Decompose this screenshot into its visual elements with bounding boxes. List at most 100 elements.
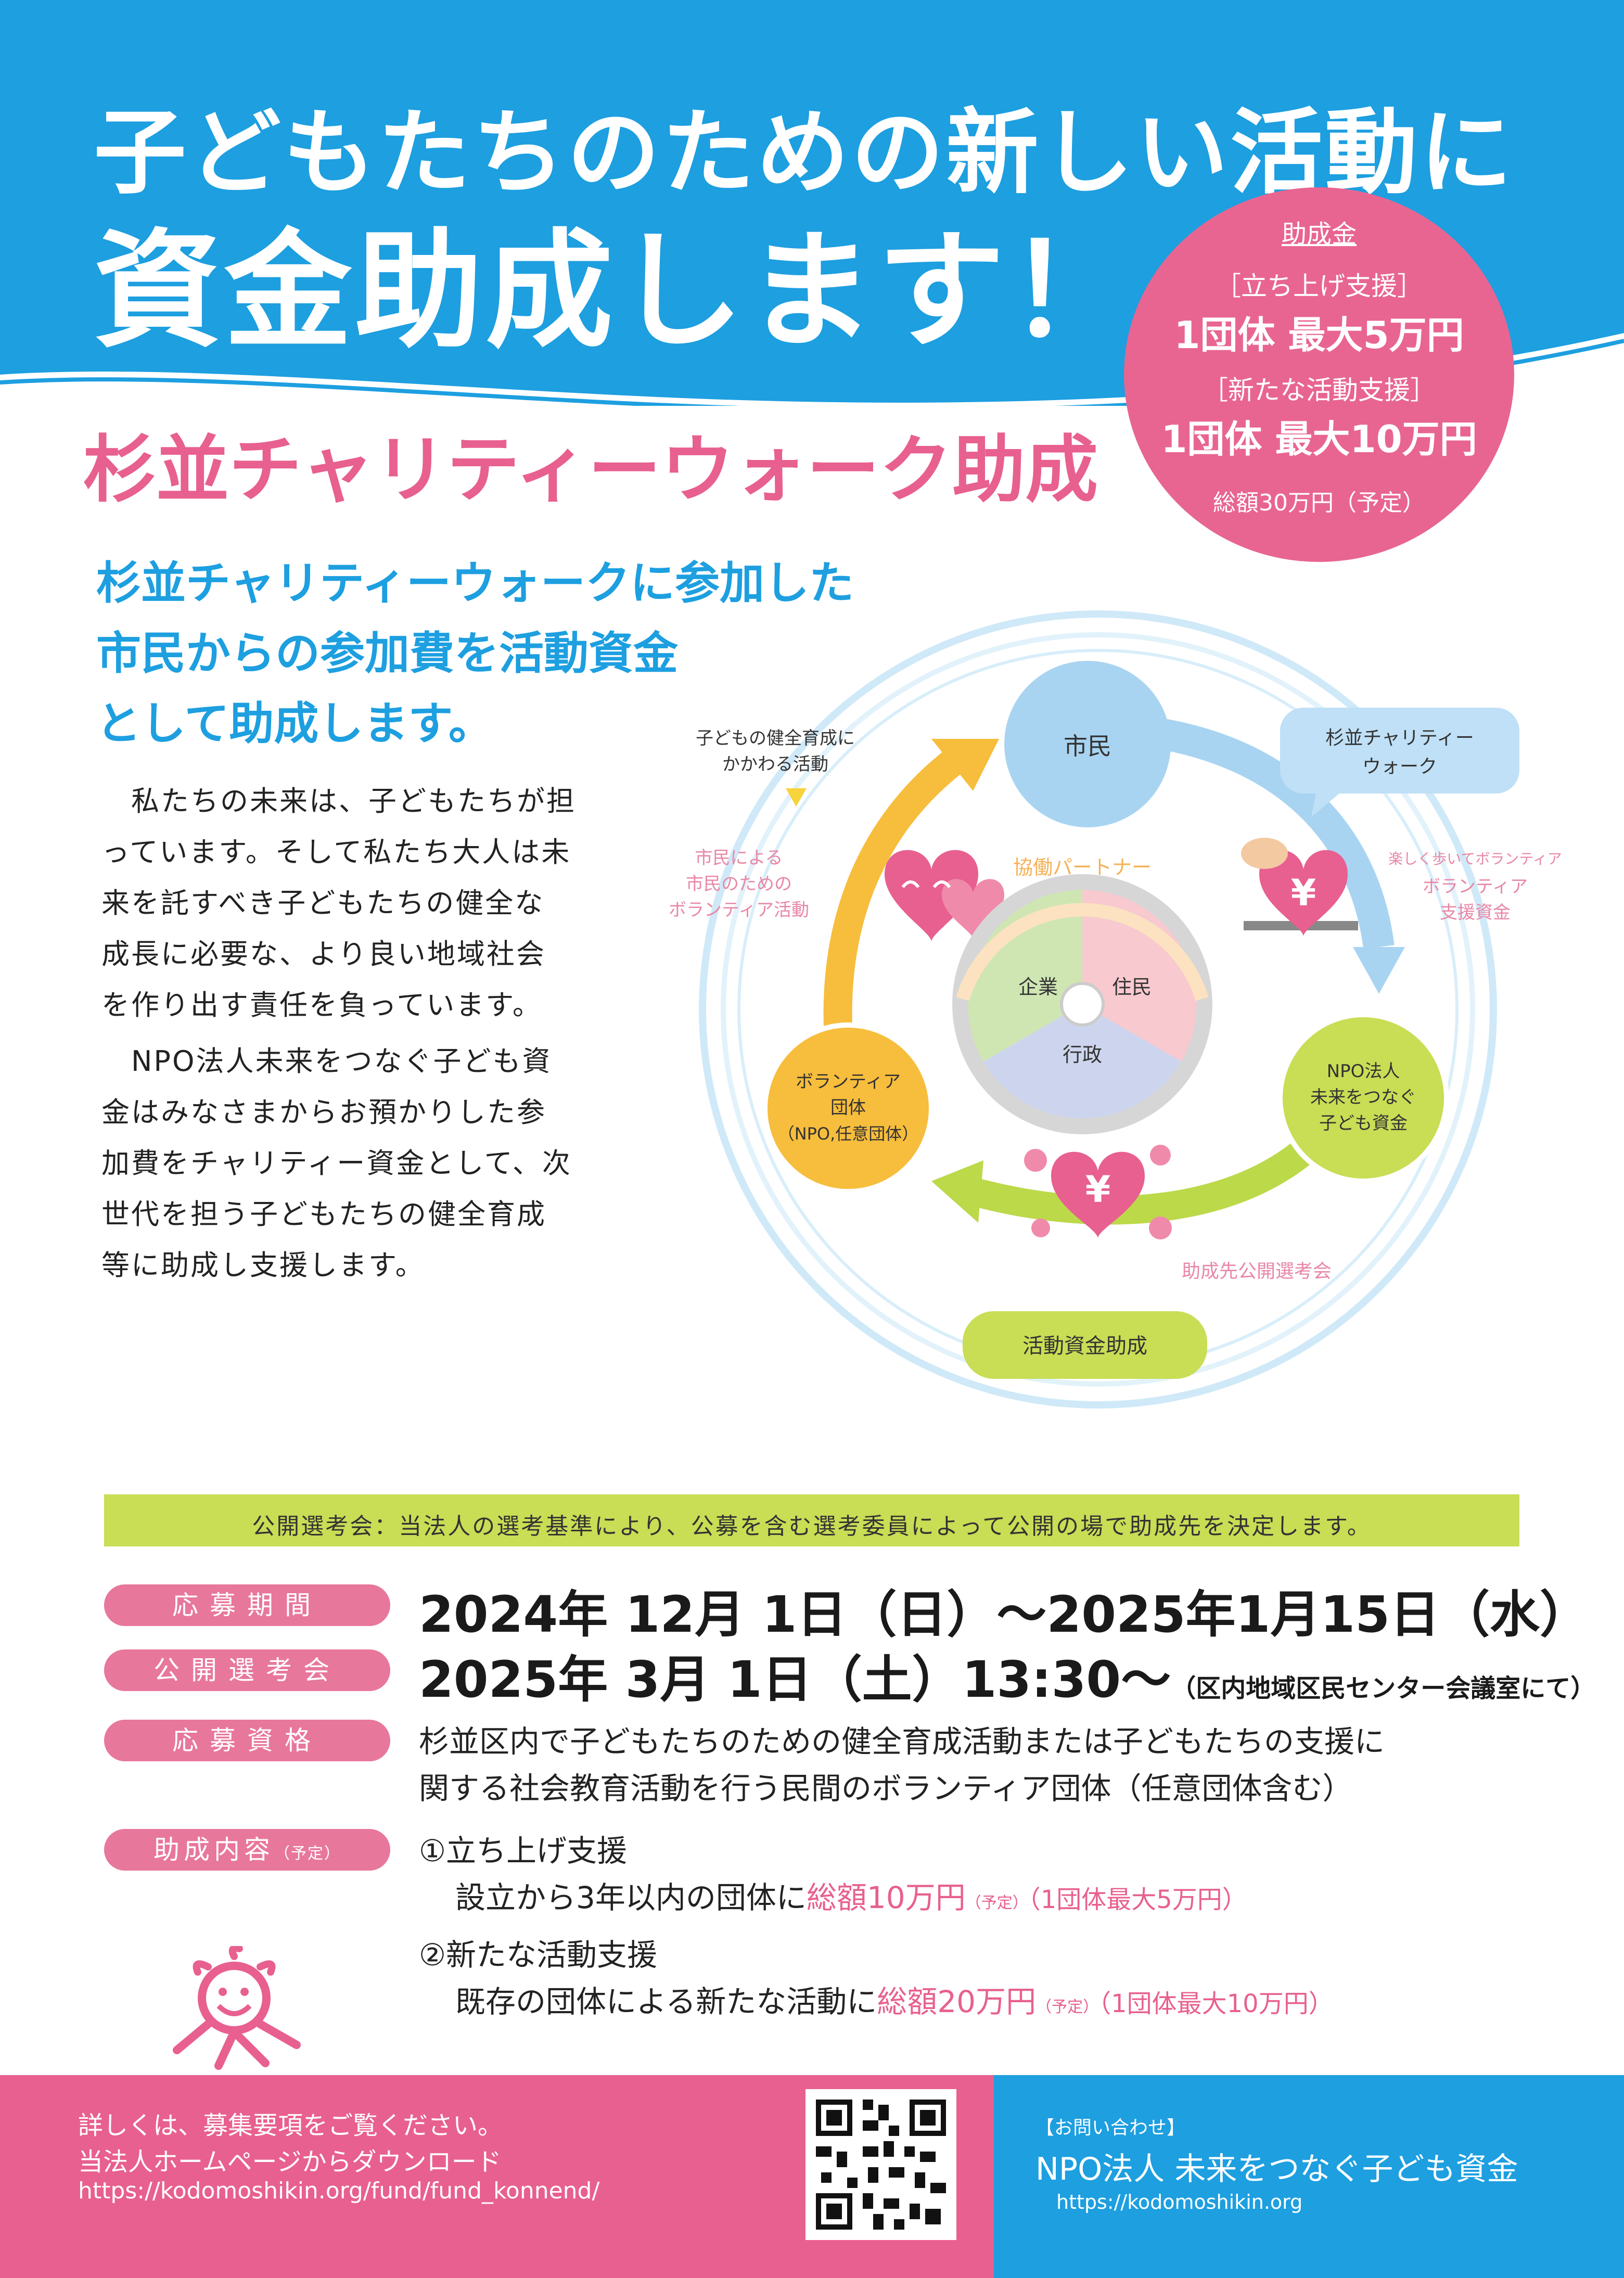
content-item2-title: ②新たな活動支援 — [419, 1937, 657, 1973]
arrow-head-citizen — [931, 739, 999, 791]
selection-meeting-venue: （区内地域区民センター会議室にて） — [1171, 1674, 1596, 1703]
headline-line-2: 資金助成します！ — [94, 217, 1139, 365]
resident-label: 住民 — [1112, 976, 1152, 999]
qr-code[interactable] — [805, 2089, 956, 2240]
volunteer-fund-1: ボランティア — [1423, 876, 1528, 897]
footer-contact-panel — [994, 2075, 1624, 2278]
arrow-citizen-to-npo — [1157, 718, 1395, 949]
item2-prefix: 既存の団体による新たな活動に — [455, 1984, 877, 2019]
footer-fund-url-link[interactable]: https://kodomoshikin.org/fund/fund_konne… — [78, 2178, 600, 2204]
contact-label: 【お問い合わせ】 — [1035, 2117, 1186, 2139]
citizen-label: 市民 — [1064, 732, 1111, 760]
body-line: 来を託すべき子どもたちの健全な — [101, 887, 545, 919]
lead-line-2: 市民からの参加費を活動資金 — [96, 628, 678, 680]
content-item1-title: ①立ち上げ支援 — [419, 1833, 627, 1869]
program-title: 杉並チャリティーウォーク助成 — [83, 428, 1098, 513]
volunteer-activity-2: 市民のための — [686, 874, 792, 894]
badge-total: 総額30万円（予定） — [1213, 490, 1425, 516]
content-item1-detail: 設立から3年以内の団体に総額10万円（予定）（1団体最大5万円） — [455, 1873, 1247, 1917]
content-label-text: 助成内容 — [154, 1835, 274, 1865]
npo-node — [1277, 1012, 1449, 1184]
npo-label-1: NPO法人 — [1327, 1061, 1400, 1082]
item1-limit: （1団体最大5万円） — [1028, 1885, 1247, 1914]
grant-amount-badge: 助成金 ［立ち上げ支援］ 1団体 最大5万円 ［新たな活動支援］ 1団体 最大1… — [1124, 187, 1514, 562]
partner-label: 協働パートナー — [1013, 856, 1152, 879]
period-label: 応募期間 — [104, 1584, 390, 1626]
outer-rings — [699, 610, 1497, 1409]
npo-label-3: 子ども資金 — [1319, 1113, 1408, 1134]
org-name: NPO法人 未来をつなぐ子ども資金 — [1035, 2151, 1518, 2187]
selection-meeting-label: 公開選考会 — [104, 1649, 390, 1691]
badge-heading: 助成金 — [1281, 220, 1357, 249]
notice-text: 公開選考会：当法人の選考基準により、公募を含む選考委員によって公開の場で助成先を… — [252, 1513, 1372, 1540]
partnership-gear — [952, 874, 1212, 1134]
arrow-head-npo — [1353, 947, 1405, 994]
footer-details-line: 詳しくは、募集要項をご覧ください。 — [78, 2111, 503, 2140]
item1-prefix: 設立から3年以内の団体に — [455, 1880, 807, 1915]
grant-label: 活動資金助成 — [1022, 1334, 1147, 1358]
arrow-head-group — [931, 1160, 983, 1223]
body-line: っています。そして私たち大人は未 — [101, 836, 571, 868]
lead-line-1: 杉並チャリティーウォークに参加した — [96, 557, 854, 609]
lead-line-3: として助成します。 — [96, 698, 493, 750]
walk-label-1: 杉並チャリティー — [1325, 727, 1474, 749]
period-value: 2024年 12月 1日（日）〜2025年1月15日（水） — [419, 1585, 1590, 1644]
headline-line-1: 子どもたちのための新しい活動に — [94, 99, 1514, 207]
npo-label-2: 未来をつなぐ — [1310, 1087, 1416, 1108]
mascot-character-icon — [173, 1946, 301, 2070]
volunteer-activity-1: 市民による — [695, 848, 783, 868]
item2-limit: （1団体最大10万円） — [1098, 1989, 1334, 2018]
body-line: 加費をチャリティー資金として、次 — [101, 1147, 572, 1180]
eligibility-label: 応募資格 — [104, 1720, 390, 1761]
selection-meeting-value: 2025年 3月 1日（土）13:30〜（区内地域区民センター会議室にて） — [419, 1639, 1595, 1711]
body-line: 金はみなさまからお預かりした参 — [101, 1096, 546, 1129]
yen-hearts-grant-icon — [1024, 1145, 1172, 1239]
selection-meeting-date: 2025年 3月 1日（土）13:30〜 — [419, 1650, 1171, 1709]
selection-label: 助成先公開選考会 — [1182, 1261, 1332, 1282]
funding-cycle-diagram: 市民 杉並チャリティー ウォーク 子どもの健全育成に かかわる活動 市民による … — [669, 610, 1562, 1409]
fun-walk-label: 楽しく歩いてボランティア — [1388, 850, 1562, 867]
item1-total: 総額10万円 — [806, 1880, 966, 1915]
content-label: 助成内容（予定） — [104, 1829, 390, 1871]
arrow-npo-to-group — [969, 1124, 1333, 1225]
org-url-link[interactable]: https://kodomoshikin.org — [1056, 2191, 1303, 2213]
body-line: 世代を担う子どもたちの健全育成 — [101, 1198, 546, 1231]
company-label: 企業 — [1018, 976, 1058, 999]
notice-bar — [104, 1494, 1519, 1546]
body-line: 成長に必要な、より良い地域社会 — [101, 938, 546, 970]
group-label-2: 団体 — [830, 1097, 866, 1118]
walk-label-2: ウォーク — [1362, 756, 1437, 777]
group-label-3: （NPO,任意団体） — [778, 1124, 919, 1144]
yen-symbol-bottom: ¥ — [1085, 1168, 1111, 1211]
volunteer-fund-2: 支援資金 — [1440, 902, 1511, 923]
yen-symbol-top: ¥ — [1291, 872, 1316, 914]
volunteer-activity-3: ボランティア活動 — [669, 900, 809, 920]
body-line: 等に助成し支援します。 — [101, 1249, 425, 1282]
badge-item1-value: 1団体 最大5万円 — [1174, 313, 1464, 357]
item1-note: （予定） — [965, 1894, 1028, 1912]
smiling-hearts-icon — [885, 850, 1004, 942]
content-item2-detail: 既存の団体による新たな活動に総額20万円（予定）（1団体最大10万円） — [455, 1977, 1334, 2021]
citizen-node — [1004, 661, 1171, 827]
volunteer-group-node — [762, 1022, 934, 1194]
eligibility-line-2: 関する社会教育活動を行う民間のボランティア団体（任意団体含む） — [419, 1771, 1353, 1806]
item2-total: 総額20万円 — [877, 1984, 1037, 2019]
activity-callout-1: 子どもの健全育成に — [696, 728, 855, 749]
group-label-1: ボランティア — [796, 1071, 901, 1092]
body-line: NPO法人未来をつなぐ子ども資 — [101, 1045, 552, 1078]
walk-box-tail — [1311, 791, 1342, 817]
eligibility-line-1: 杉並区内で子どもたちのための健全育成活動または子どもたちの支援に — [419, 1724, 1385, 1759]
activity-callout-pointer — [786, 788, 807, 807]
content-label-note: （予定） — [274, 1845, 341, 1863]
partner-arc — [956, 903, 1209, 1001]
body-line: を作り出す責任を負っています。 — [101, 989, 542, 1021]
activity-callout-2: かかわる活動 — [722, 754, 828, 775]
government-label: 行政 — [1063, 1043, 1102, 1066]
item2-note: （予定） — [1036, 1998, 1099, 2016]
yen-heart-donation-icon — [1241, 838, 1358, 937]
walk-box — [1280, 708, 1519, 794]
badge-item1-label: ［立ち上げ支援］ — [1215, 271, 1423, 301]
badge-item2-value: 1団体 最大10万円 — [1161, 417, 1477, 461]
arrow-group-to-citizen — [823, 743, 971, 1063]
badge-item2-label: ［新たな活動支援］ — [1202, 375, 1436, 405]
